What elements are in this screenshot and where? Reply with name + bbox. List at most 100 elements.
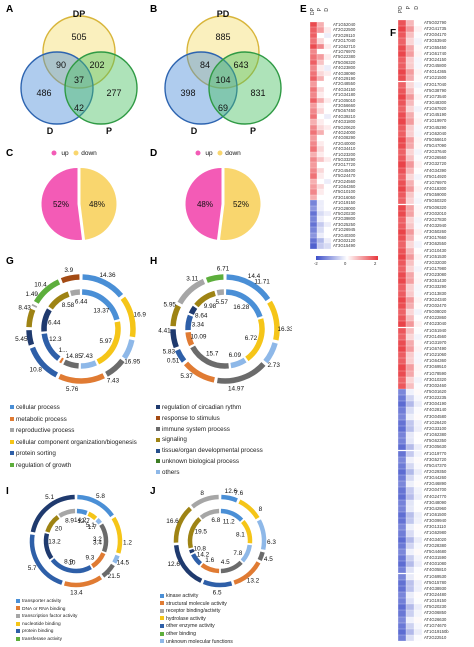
legend-swatch bbox=[156, 426, 160, 431]
venn-count-pd_p: 643 bbox=[233, 60, 248, 70]
donut-outer-arc bbox=[29, 534, 63, 585]
venn-set-label: P bbox=[106, 126, 112, 136]
heatmap-cell bbox=[324, 211, 331, 217]
legend-swatch bbox=[16, 629, 20, 634]
heatmap-cell bbox=[414, 56, 422, 64]
heatmap-cell bbox=[398, 622, 406, 629]
heatmap-cell bbox=[398, 247, 406, 254]
heatmap-cell bbox=[324, 81, 331, 87]
heatmap-cell bbox=[406, 376, 414, 383]
heatmap-row-label: AT4G38090 bbox=[333, 70, 356, 76]
heatmap-cell bbox=[324, 103, 331, 109]
heatmap-cell bbox=[414, 358, 422, 365]
heatmap-cell bbox=[317, 238, 324, 244]
donut-inner-arc bbox=[50, 558, 92, 574]
donut-value-label: 14.36 bbox=[100, 272, 116, 279]
venn-count-all: 37 bbox=[74, 75, 84, 85]
legend-entry: unknown biological process bbox=[156, 458, 239, 466]
heatmap-row-label: AT5G33290 bbox=[333, 157, 356, 162]
heatmap-column-header: P bbox=[317, 8, 323, 12]
heatmap-row-label: AT1G19150 bbox=[333, 200, 356, 206]
donut-value-label: 9.98 bbox=[204, 303, 217, 310]
heatmap-row-label: AT1G78590 bbox=[424, 370, 447, 376]
donut-inner-arc bbox=[99, 523, 109, 553]
heatmap-cell bbox=[317, 54, 324, 60]
heatmap-row-label: AT2G48550 bbox=[333, 81, 356, 87]
heatmap-row-label: AT1G67920 bbox=[424, 106, 447, 112]
heatmap-cell bbox=[398, 56, 406, 64]
donut-value-label: 11.71 bbox=[254, 278, 270, 285]
heatmap-cell bbox=[398, 302, 406, 310]
heatmap-cell bbox=[406, 573, 414, 580]
heatmap-row-label: AT2G40000 bbox=[333, 140, 356, 146]
heatmap-cell bbox=[317, 27, 324, 33]
heatmap-row-label: AT1G21500 bbox=[424, 75, 447, 81]
legend-swatch bbox=[10, 451, 14, 456]
heatmap-cell bbox=[414, 333, 422, 340]
donut-inner-arc bbox=[240, 520, 253, 544]
heatmap-cell bbox=[414, 438, 422, 445]
donut-inner-arc bbox=[194, 290, 216, 308]
heatmap-row-label: AT2G46890 bbox=[424, 481, 447, 487]
heatmap-row-label: AT4G38930 bbox=[424, 585, 447, 591]
heatmap-cell bbox=[398, 81, 406, 88]
donut-outer-arc bbox=[202, 579, 233, 588]
heatmap-row-label: AT2G29350 bbox=[424, 468, 447, 474]
heatmap-cell bbox=[317, 81, 324, 87]
donut-value-label: 14.4 bbox=[248, 273, 261, 280]
heatmap-row-label: AT5G20230 bbox=[424, 604, 447, 610]
donut-outer-arc bbox=[226, 274, 271, 302]
heatmap-cell bbox=[406, 364, 414, 371]
heatmap-cell bbox=[414, 20, 422, 27]
heatmap-cell bbox=[398, 93, 406, 100]
donut-outer-arc bbox=[26, 308, 36, 328]
legend-label: transporter activity bbox=[22, 599, 62, 604]
legend-swatch bbox=[160, 616, 164, 621]
donut-value-label: 16.95 bbox=[124, 358, 140, 365]
heatmap-cell bbox=[414, 266, 422, 273]
legend-label: other binding bbox=[166, 631, 196, 637]
donut-value-label: 14.5 bbox=[117, 559, 130, 566]
heatmap-row-label: AT5G38790 bbox=[424, 87, 447, 93]
donut-value-label: 3.4 bbox=[93, 539, 102, 546]
heatmap-cell bbox=[398, 315, 406, 322]
donut-outer-arc bbox=[177, 278, 206, 305]
heatmap-cell bbox=[406, 438, 414, 445]
heatmap-cell bbox=[398, 635, 406, 642]
heatmap-cell bbox=[414, 462, 422, 469]
venn-set-label: P bbox=[250, 126, 256, 136]
venn-count-dp_p: 202 bbox=[89, 60, 104, 70]
heatmap-cell bbox=[398, 438, 406, 445]
heatmap-row-label: AT2G14560 bbox=[424, 333, 447, 339]
heatmap-cell bbox=[310, 211, 317, 217]
heatmap-cell bbox=[406, 432, 414, 439]
heatmap-cell bbox=[406, 604, 414, 611]
donut-inner-arc bbox=[220, 508, 244, 522]
donut-value-label: 5.1 bbox=[45, 494, 54, 501]
heatmap-cell bbox=[317, 86, 324, 93]
heatmap-cell bbox=[414, 493, 422, 500]
heatmap-cell bbox=[414, 370, 422, 377]
heatmap-cell bbox=[317, 232, 324, 238]
donut-value-label: 8.58 bbox=[62, 302, 75, 309]
heatmap-cell bbox=[324, 216, 331, 222]
heatmap-cell bbox=[406, 389, 414, 396]
heatmap-cell bbox=[398, 395, 406, 402]
heatmap-cell bbox=[324, 157, 331, 163]
heatmap-cell bbox=[398, 69, 406, 76]
heatmap-cell bbox=[406, 462, 414, 469]
heatmap-row-label: AT5G01620 bbox=[424, 389, 447, 394]
heatmap-cell bbox=[398, 401, 406, 408]
heatmap-row-label: AT5G22380 bbox=[333, 54, 356, 60]
heatmap-cell bbox=[317, 189, 324, 195]
pie-label-up: 52% bbox=[53, 200, 69, 209]
heatmap-row-label: AT4G34410 bbox=[333, 146, 356, 152]
heatmap-row-label: AT3G24340 bbox=[424, 296, 447, 302]
venn-set-label: D bbox=[47, 126, 54, 136]
heatmap-cell bbox=[317, 205, 324, 211]
heatmap-cell bbox=[414, 81, 422, 88]
heatmap-cell bbox=[310, 130, 317, 136]
heatmap-cell bbox=[317, 184, 324, 190]
heatmap-row-label: AT2G28000 bbox=[333, 205, 356, 211]
